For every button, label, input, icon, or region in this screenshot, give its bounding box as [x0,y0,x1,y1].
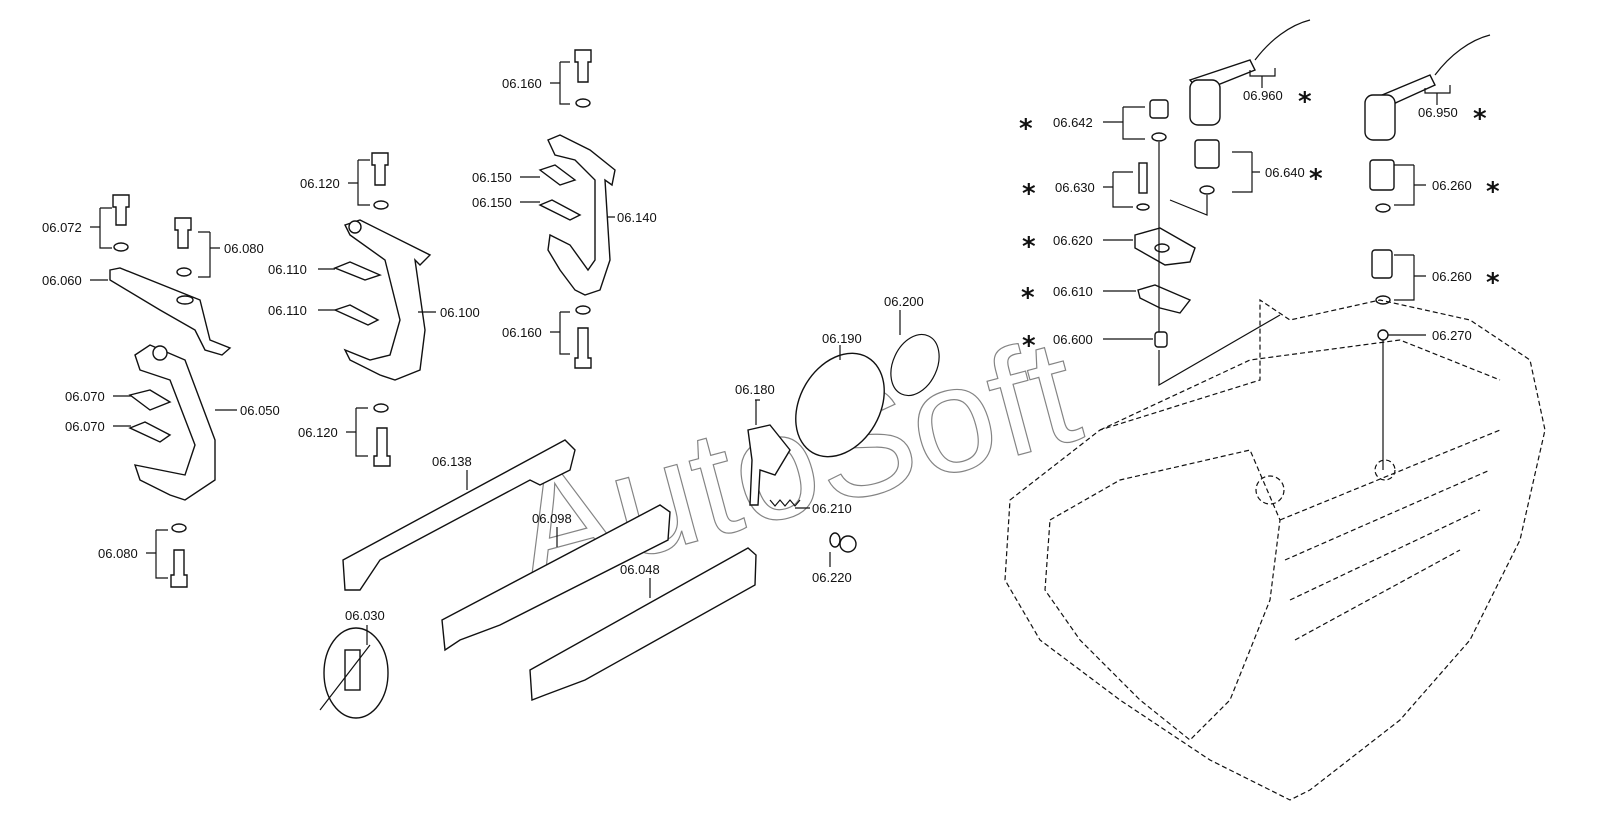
sensor-cable-06950 [1364,34,1491,141]
switch-06640 [1194,139,1220,195]
label-06200: 06.200 [884,294,924,309]
label-06260-bottom: 06.260 [1432,269,1472,284]
asterisk-06950: * [1473,104,1487,134]
label-06060: 06.060 [42,273,82,288]
label-06960: 06.960 [1243,88,1283,103]
shift-fork-06100 [333,219,432,381]
label-06180: 06.180 [735,382,775,397]
bolt-06160-top [574,49,592,108]
asterisk-markers: * * * * * * * * * * [1019,87,1500,361]
asterisk-06630: * [1022,179,1036,209]
label-06120-top: 06.120 [300,176,340,191]
plug-06642 [1149,99,1169,142]
label-06030: 06.030 [345,608,385,623]
shift-rocker-06060 [109,267,232,356]
label-06070-b: 06.070 [65,419,105,434]
switch-06260-bottom [1371,249,1393,305]
label-06080-top: 06.080 [224,241,264,256]
plug-06220 [829,532,857,553]
bolt-06080-top [174,217,192,277]
switch-06260-top [1369,159,1395,213]
label-06642: 06.642 [1053,115,1093,130]
label-06210: 06.210 [812,501,852,516]
label-06110-b: 06.110 [268,303,307,318]
label-06270: 06.270 [1432,328,1472,343]
disc-06190 [795,352,885,458]
asterisk-06600: * [1022,331,1036,361]
label-06048: 06.048 [620,562,660,577]
bolt-06080-bottom [170,523,188,588]
shift-rail-06098 [441,504,671,652]
bolt-06120-bottom [373,403,391,467]
asterisk-06620: * [1022,232,1036,262]
ball-06270 [1377,329,1389,341]
label-06630: 06.630 [1055,180,1095,195]
label-06220: 06.220 [812,570,852,585]
asterisk-06640: * [1309,164,1323,194]
label-06160-top: 06.160 [502,76,542,91]
snap-ring-06200 [890,333,940,397]
bolt-06072 [112,194,130,252]
label-06138: 06.138 [432,454,472,469]
label-06160-bottom: 06.160 [502,325,542,340]
leader-lines [90,61,1451,711]
label-06950: 06.950 [1418,105,1458,120]
gasket-06610 [1137,284,1192,314]
interlock-06180 [747,424,791,506]
bolt-06630 [1136,162,1150,211]
spring-06210 [769,499,801,507]
label-06620: 06.620 [1053,233,1093,248]
disc-06030 [323,627,389,719]
shift-rail-06138 [342,439,576,591]
asterisk-06260-top: * [1486,177,1500,207]
label-06080-bottom: 06.080 [98,546,138,561]
label-06110-a: 06.110 [268,262,307,277]
shift-fork-06140 [538,134,616,296]
sleeve-06600 [1154,331,1168,348]
label-06150-b: 06.150 [472,195,512,210]
label-06070-a: 06.070 [65,389,105,404]
label-06072: 06.072 [42,220,82,235]
label-06100: 06.100 [440,305,480,320]
asterisk-06610: * [1021,283,1035,313]
label-06120-bottom: 06.120 [298,425,338,440]
asterisk-06260-bottom: * [1486,268,1500,298]
label-06190: 06.190 [822,331,862,346]
label-06600: 06.600 [1053,332,1093,347]
asterisk-06960: * [1298,87,1312,117]
shift-rail-06048 [529,547,757,701]
part-labels: 06.160 06.160 06.120 06.120 06.150 06.15… [42,76,1472,623]
plate-06620 [1134,227,1196,266]
asterisk-06642: * [1019,114,1033,144]
bolt-06120-top [371,152,389,210]
label-06098: 06.098 [532,511,572,526]
label-06260-top: 06.260 [1432,178,1472,193]
label-06150-a: 06.150 [472,170,512,185]
label-06140: 06.140 [617,210,657,225]
label-06640: 06.640 [1265,165,1305,180]
label-06610: 06.610 [1053,284,1093,299]
shift-fork-06050 [128,344,216,501]
label-06050: 06.050 [240,403,280,418]
bolt-06160-bottom [574,305,592,369]
sensor-cable-06960 [1188,19,1311,126]
transmission-housing [1004,298,1546,801]
